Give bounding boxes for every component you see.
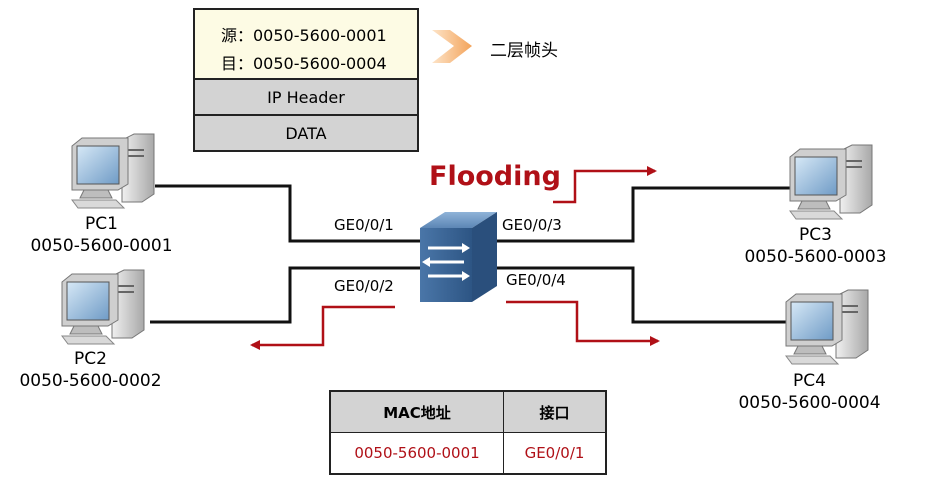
mac-table-cell-port: GE0/0/1 [503, 432, 607, 475]
frame-data: DATA [195, 116, 417, 150]
pc4-icon [785, 289, 869, 365]
pc1-mac: 0050-5600-0001 [30, 236, 173, 256]
pc4-label: PC4 0050-5600-0004 [722, 370, 897, 414]
pc2-icon [61, 269, 145, 345]
frame-src-mac: 源：0050-5600-0001 [221, 26, 387, 45]
pc3-label: PC3 0050-5600-0003 [728, 224, 903, 268]
flooding-label: Flooding [429, 161, 561, 192]
pc3-mac: 0050-5600-0003 [744, 247, 887, 267]
port-label-ge0-0-1: GE0/0/1 [334, 216, 394, 234]
pc2-name: PC2 [74, 349, 107, 369]
mac-table-header-mac: MAC地址 [329, 390, 504, 433]
pc3-name: PC3 [799, 225, 832, 245]
pc1-icon [71, 133, 155, 209]
mac-table-header-port: 接口 [503, 390, 607, 433]
pc2-label: PC2 0050-5600-0002 [3, 348, 178, 392]
table-row: 0050-5600-0001 GE0/0/1 [329, 432, 607, 475]
flood-arrow-pc3 [553, 166, 657, 204]
port-label-ge0-0-4: GE0/0/4 [506, 271, 566, 289]
pc2-mac: 0050-5600-0002 [19, 371, 162, 391]
link-pc1-switch [155, 184, 420, 243]
mac-table-cell-mac: 0050-5600-0001 [329, 432, 504, 475]
switch-icon [420, 212, 497, 302]
pc3-icon [789, 144, 873, 220]
port-label-ge0-0-2: GE0/0/2 [334, 277, 394, 295]
pc1-name: PC1 [85, 214, 118, 234]
frame-box: 源：0050-5600-0001 目：0050-5600-0004 IP Hea… [193, 8, 419, 152]
frame-ip-header: IP Header [195, 80, 417, 116]
frame-l2-header: 源：0050-5600-0001 目：0050-5600-0004 [195, 10, 417, 80]
link-switch-pc4 [497, 266, 790, 324]
l2-header-label: 二层帧头 [490, 41, 558, 61]
flood-arrow-pc4 [506, 300, 660, 346]
flooding-arrows [250, 166, 660, 350]
flood-arrow-pc2 [250, 305, 395, 350]
mac-address-table: MAC地址 接口 0050-5600-0001 GE0/0/1 [329, 390, 607, 475]
link-pc2-switch [150, 266, 420, 324]
orange-arrow-icon [432, 30, 472, 63]
network-links [150, 184, 790, 324]
pc1-label: PC1 0050-5600-0001 [14, 213, 189, 257]
frame-dst-mac: 目：0050-5600-0004 [221, 54, 387, 73]
port-label-ge0-0-3: GE0/0/3 [502, 216, 562, 234]
pc4-name: PC4 [793, 371, 826, 391]
mac-table-header-row: MAC地址 接口 [329, 390, 607, 433]
pc4-mac: 0050-5600-0004 [738, 393, 881, 413]
link-switch-pc3 [497, 186, 790, 243]
